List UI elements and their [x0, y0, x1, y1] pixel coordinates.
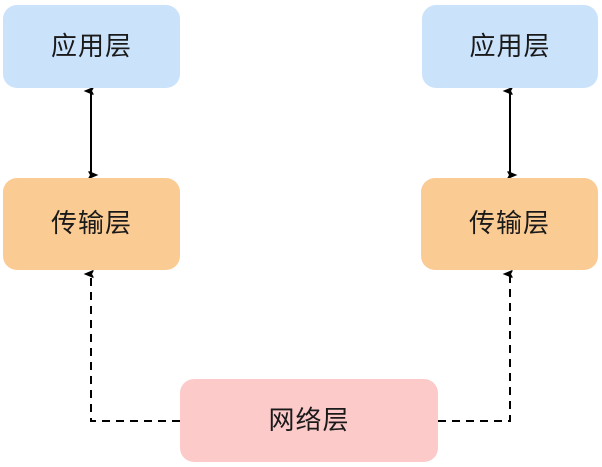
- node-transport-layer-right[interactable]: 传输层: [421, 178, 598, 270]
- node-label: 传输层: [50, 209, 132, 239]
- node-label: 传输层: [468, 209, 550, 239]
- edge-network-transport-left: [91, 274, 180, 422]
- edge-network-transport-right: [438, 274, 510, 422]
- node-label: 应用层: [50, 31, 132, 62]
- node-network-layer[interactable]: 网络层: [180, 379, 438, 462]
- node-label: 应用层: [469, 31, 551, 62]
- node-transport-layer-left[interactable]: 传输层: [3, 178, 180, 270]
- node-label: 网络层: [268, 405, 350, 436]
- node-application-layer-left[interactable]: 应用层: [3, 5, 180, 88]
- node-application-layer-right[interactable]: 应用层: [422, 5, 598, 88]
